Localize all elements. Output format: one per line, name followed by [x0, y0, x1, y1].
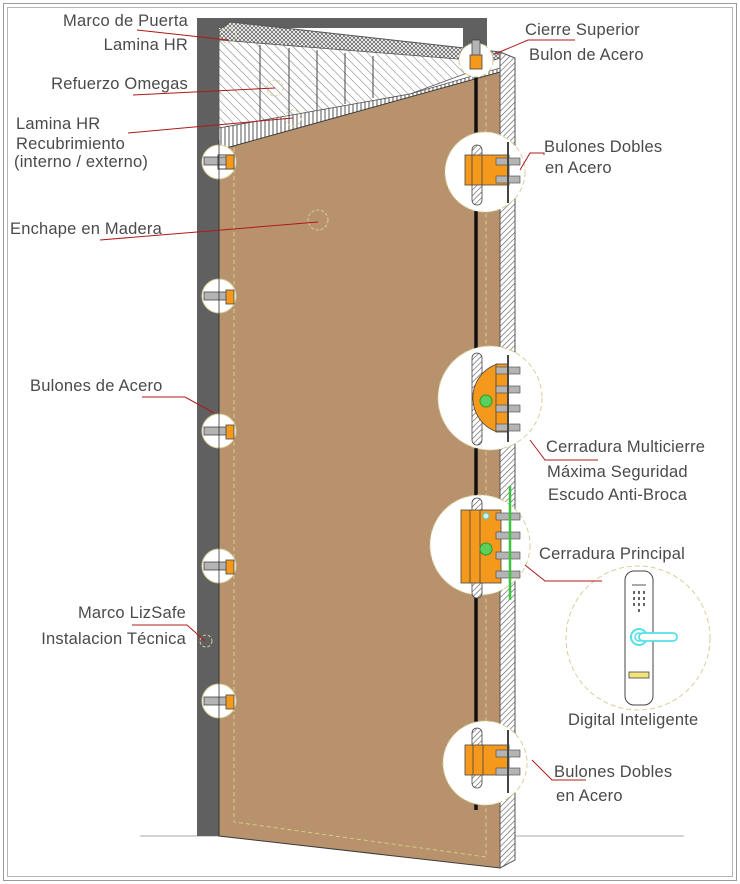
- label-cerradura-multicierre: Cerradura Multicierre: [546, 438, 706, 456]
- label-enchape-madera: Enchape en Madera: [10, 220, 163, 238]
- door-edge: [499, 51, 516, 869]
- outer-border: [3, 3, 737, 881]
- double-bolts-2: [464, 727, 521, 793]
- double-bolts-1: [464, 142, 521, 206]
- label-cierre-superior: Cierre Superior: [525, 21, 640, 39]
- label-escudo-anti-broca: Escudo Anti-Broca: [548, 486, 688, 504]
- multilock: [471, 352, 521, 446]
- label-bulon-acero: Bulon de Acero: [529, 46, 644, 64]
- label-marco-lizsafe: Marco LizSafe: [77, 604, 186, 622]
- label-instalacion-tecnica: Instalacion Técnica: [41, 630, 186, 648]
- label-marco-puerta: Marco de Puerta: [63, 12, 188, 30]
- top-steel-bolt: [469, 39, 483, 70]
- label-en-acero-1: en Acero: [545, 159, 612, 177]
- label-recubrimiento: Recubrimiento: [16, 135, 125, 153]
- main-lock: [460, 486, 521, 600]
- leader-lines: [99, 29, 602, 781]
- label-bulones-dobles-2: Bulones Dobles: [554, 763, 673, 781]
- label-en-acero-2: en Acero: [556, 787, 623, 805]
- label-interno-externo: (interno / externo): [14, 153, 149, 171]
- label-lamina-hr: Lamina HR: [16, 115, 101, 133]
- label-digital-inteligente: Digital Inteligente: [568, 711, 699, 729]
- digital-lock-device: [624, 570, 678, 706]
- inner-dashed-outline: [233, 80, 487, 858]
- inner-border: [7, 7, 733, 877]
- label-maxima-seguridad: Máxima Seguridad: [547, 463, 688, 481]
- label-lamina-hr-top: Lamina HR: [103, 36, 188, 54]
- frame-head: [197, 18, 487, 28]
- label-bulones-acero: Bulones de Acero: [30, 377, 163, 395]
- label-cerradura-principal: Cerradura Principal: [539, 545, 685, 563]
- label-refuerzo-omegas: Refuerzo Omegas: [51, 75, 188, 93]
- label-bulones-dobles-1: Bulones Dobles: [544, 138, 663, 156]
